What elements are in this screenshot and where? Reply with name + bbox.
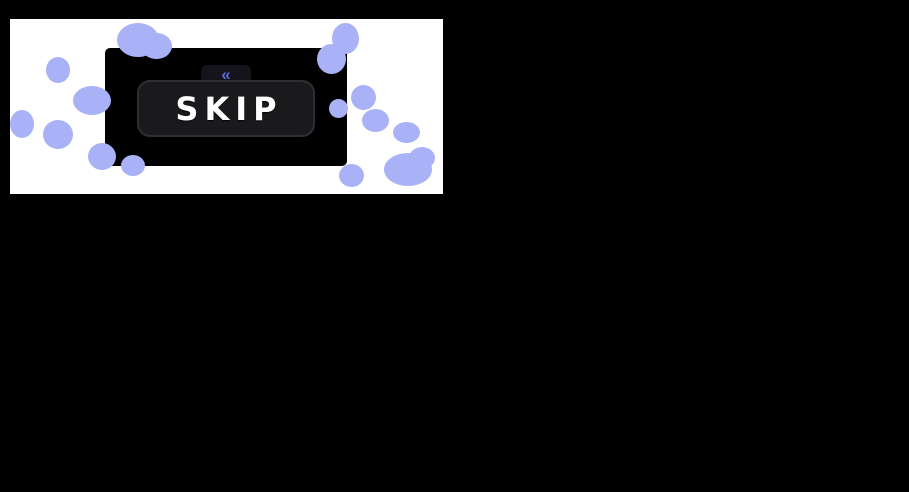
- ad-card: « SKIP: [10, 19, 443, 194]
- double-chevron-left-icon: «: [221, 65, 231, 84]
- skip-button-label: SKIP: [175, 89, 283, 128]
- skip-panel: « SKIP: [105, 48, 347, 166]
- skip-button[interactable]: SKIP: [137, 80, 315, 137]
